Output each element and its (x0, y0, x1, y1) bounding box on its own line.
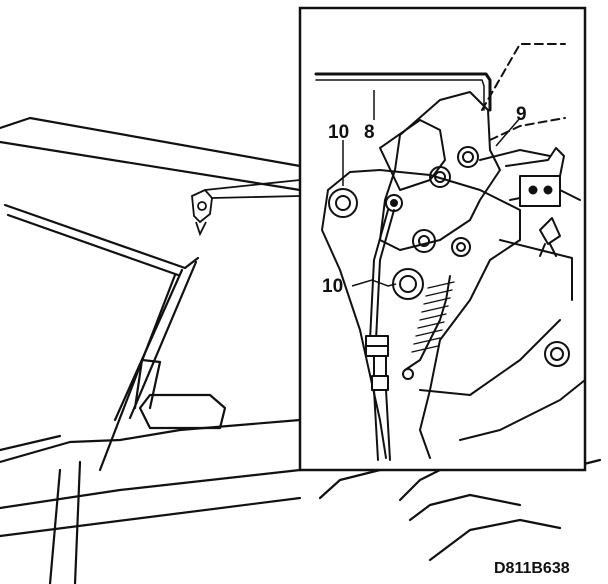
callout-9: 9 (516, 104, 527, 125)
callout-8: 8 (364, 122, 375, 143)
figure-code: D811B638 (494, 560, 570, 577)
callout-10-top: 10 (328, 122, 349, 143)
callout-leaders (342, 90, 521, 287)
leader-9 (495, 117, 521, 147)
car-body-illustration (0, 116, 602, 584)
leader-10-mid (351, 279, 397, 287)
latch-location-marker (191, 179, 301, 237)
callout-10-mid: 10 (322, 276, 343, 297)
